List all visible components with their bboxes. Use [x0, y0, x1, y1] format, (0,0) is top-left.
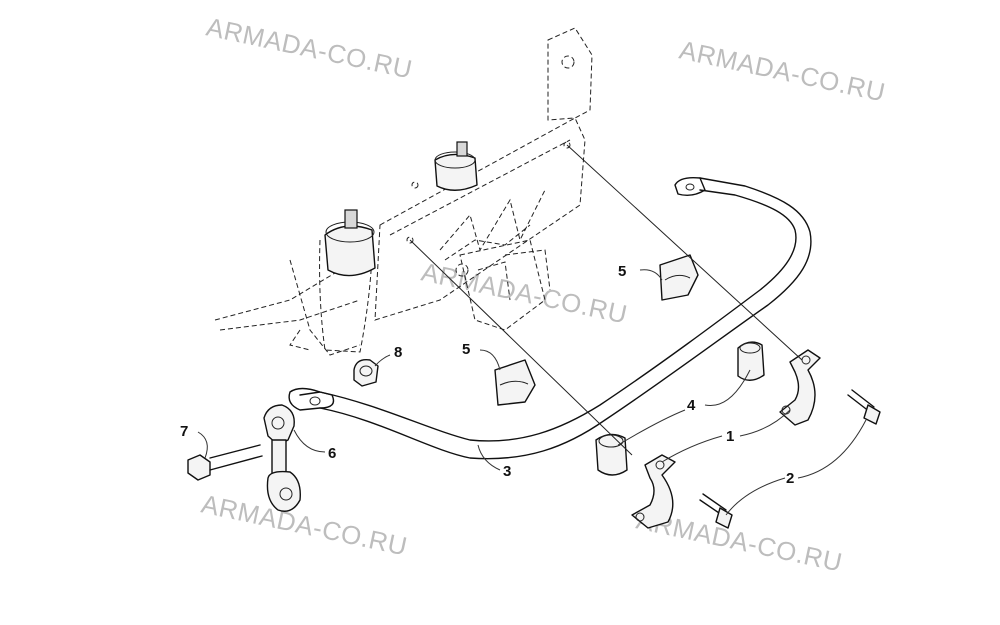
- watermark-bottom-left: ARMADA-CO.RU: [199, 489, 410, 562]
- callout-3: 3: [503, 463, 511, 480]
- callout-5-lower: 5: [462, 341, 470, 358]
- clamp-bracket-left: [631, 454, 676, 529]
- callout-8: 8: [394, 344, 402, 361]
- end-link-bolt: [187, 444, 263, 481]
- callout-5-upper: 5: [618, 263, 626, 280]
- callouts: 5 5 8 7 6 3 4 1 2: [180, 263, 867, 516]
- watermark-top-left: ARMADA-CO.RU: [204, 12, 415, 85]
- bushing-cup-right: [737, 341, 765, 381]
- callout-4: 4: [687, 397, 696, 414]
- end-link: [263, 404, 301, 512]
- callout-7: 7: [180, 423, 188, 440]
- bushing-cup-left: [595, 433, 628, 476]
- callout-2: 2: [786, 470, 794, 487]
- bushing-upper: [659, 254, 699, 301]
- callout-1: 1: [726, 428, 734, 445]
- bushing-lower: [494, 359, 536, 406]
- watermark-top-right: ARMADA-CO.RU: [677, 35, 888, 108]
- frame-assembly: [214, 27, 593, 356]
- callout-6: 6: [328, 445, 336, 462]
- watermarks: ARMADA-CO.RU ARMADA-CO.RU ARMADA-CO.RU A…: [199, 12, 888, 578]
- sway-bar: [288, 176, 812, 460]
- assembly-guides: [409, 144, 803, 456]
- bolt-right: [847, 389, 881, 425]
- end-link-nut: [353, 359, 379, 387]
